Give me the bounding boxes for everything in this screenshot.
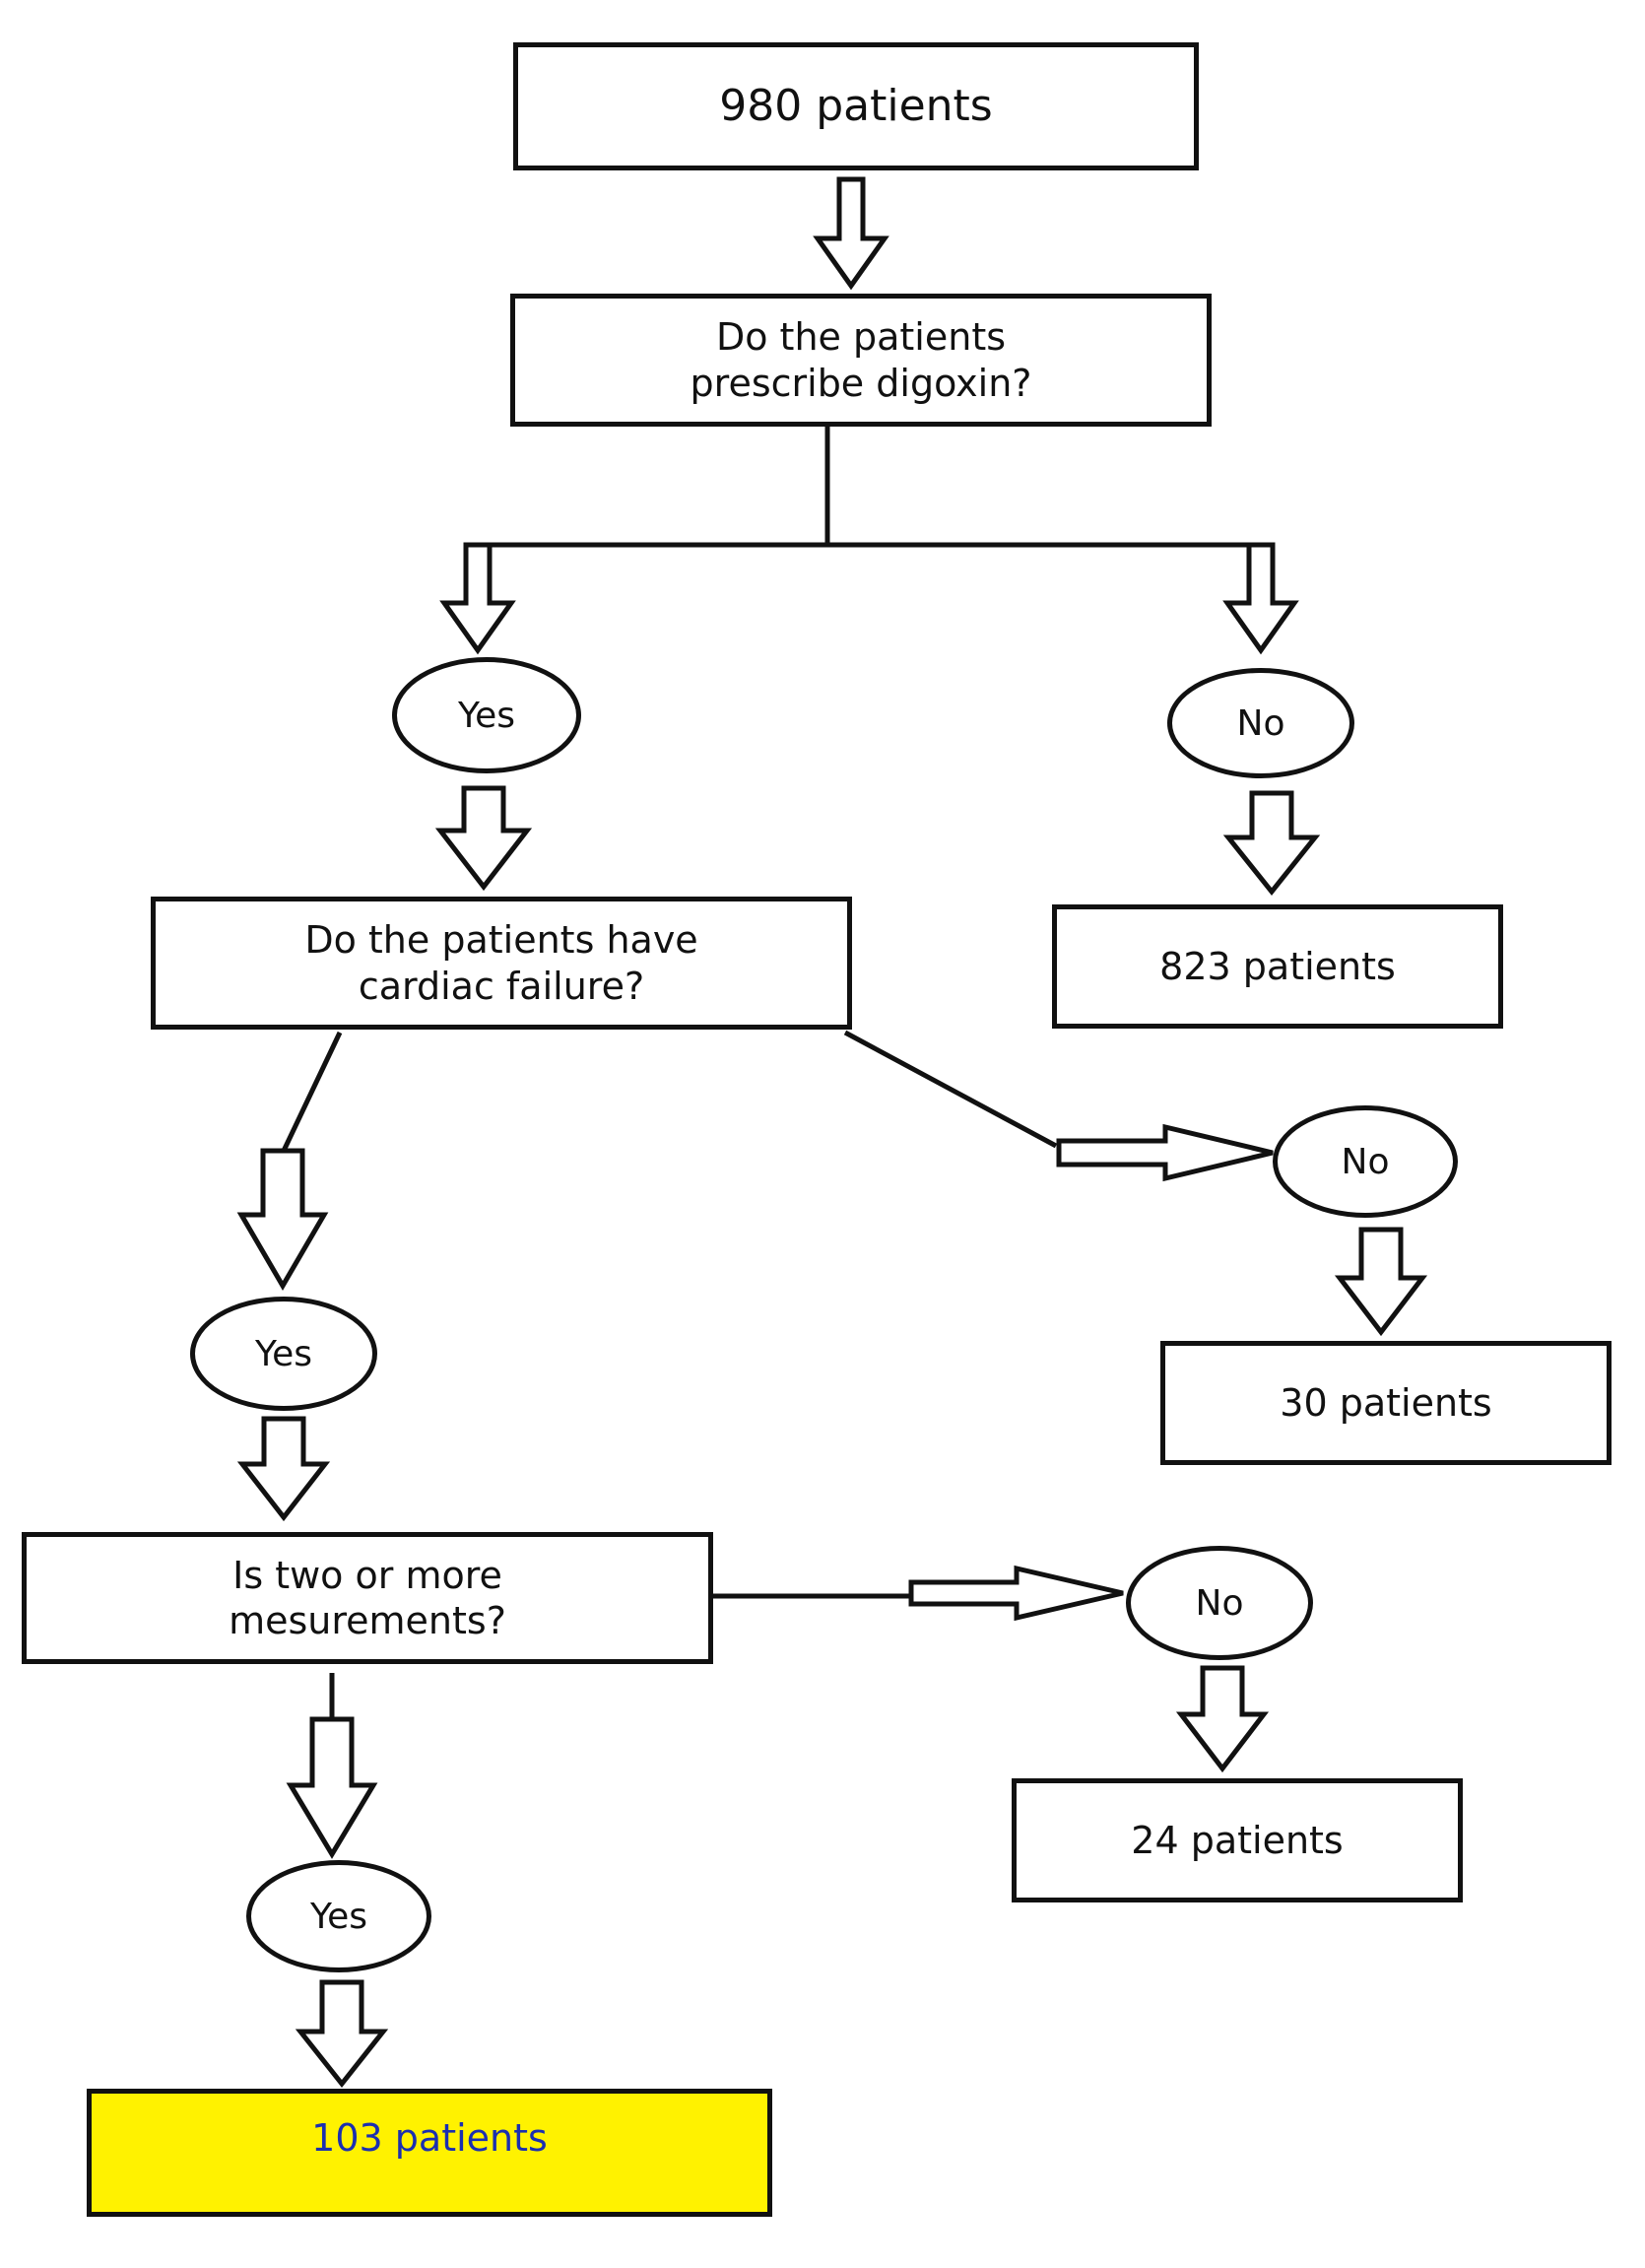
node-start: 980 patients [513, 42, 1199, 170]
arrow-down-icon [286, 1716, 378, 1859]
arrow-down-icon [1222, 790, 1321, 897]
node-question-measurements: Is two or more mesurements? [22, 1532, 713, 1664]
connector-line [843, 1030, 1058, 1149]
answer-label: Yes [309, 1896, 368, 1937]
node-result-final-label: 103 patients [311, 2116, 548, 2160]
node-result-no-cardiac: 30 patients [1160, 1341, 1612, 1465]
arrow-down-icon [813, 176, 889, 291]
node-answer-meas-yes: Yes [246, 1860, 431, 1972]
node-result-no-meas: 24 patients [1012, 1778, 1463, 1902]
answer-label: Yes [457, 695, 516, 736]
node-answer-cardiac-yes: Yes [190, 1297, 377, 1411]
node-result-no-digoxin: 823 patients [1052, 904, 1503, 1029]
arrow-down-icon [1175, 1665, 1270, 1773]
node-answer-digoxin-yes: Yes [392, 657, 581, 773]
arrow-down-icon [434, 785, 533, 892]
answer-label: No [1341, 1141, 1390, 1182]
node-answer-digoxin-no: No [1167, 668, 1354, 778]
node-result-no-meas-label: 24 patients [1131, 1818, 1344, 1862]
node-question-measurements-label: Is two or more mesurements? [229, 1553, 506, 1642]
node-answer-cardiac-no: No [1273, 1105, 1458, 1218]
node-question-digoxin-label: Do the patients prescribe digoxin? [690, 315, 1032, 405]
node-question-cardiac: Do the patients have cardiac failure? [151, 897, 852, 1030]
node-start-label: 980 patients [719, 81, 993, 132]
arrow-down-icon [1334, 1227, 1428, 1337]
arrow-down-icon [295, 1979, 389, 2089]
node-answer-meas-no: No [1126, 1546, 1313, 1660]
answer-label: Yes [254, 1333, 313, 1374]
arrow-right-icon [1056, 1123, 1274, 1182]
node-result-final: 103 patients [87, 2089, 772, 2217]
arrow-down-icon [1222, 542, 1299, 655]
node-question-cardiac-label: Do the patients have cardiac failure? [304, 918, 698, 1008]
node-result-no-digoxin-label: 823 patients [1159, 944, 1396, 988]
answer-label: No [1236, 702, 1285, 744]
arrow-down-icon [439, 542, 516, 655]
arrow-down-icon [236, 1416, 331, 1522]
connector-line [281, 1031, 343, 1153]
arrow-right-icon [908, 1565, 1124, 1622]
answer-label: No [1195, 1582, 1244, 1624]
arrow-down-icon [236, 1148, 329, 1291]
node-question-digoxin: Do the patients prescribe digoxin? [510, 294, 1212, 427]
node-result-no-cardiac-label: 30 patients [1280, 1380, 1492, 1425]
